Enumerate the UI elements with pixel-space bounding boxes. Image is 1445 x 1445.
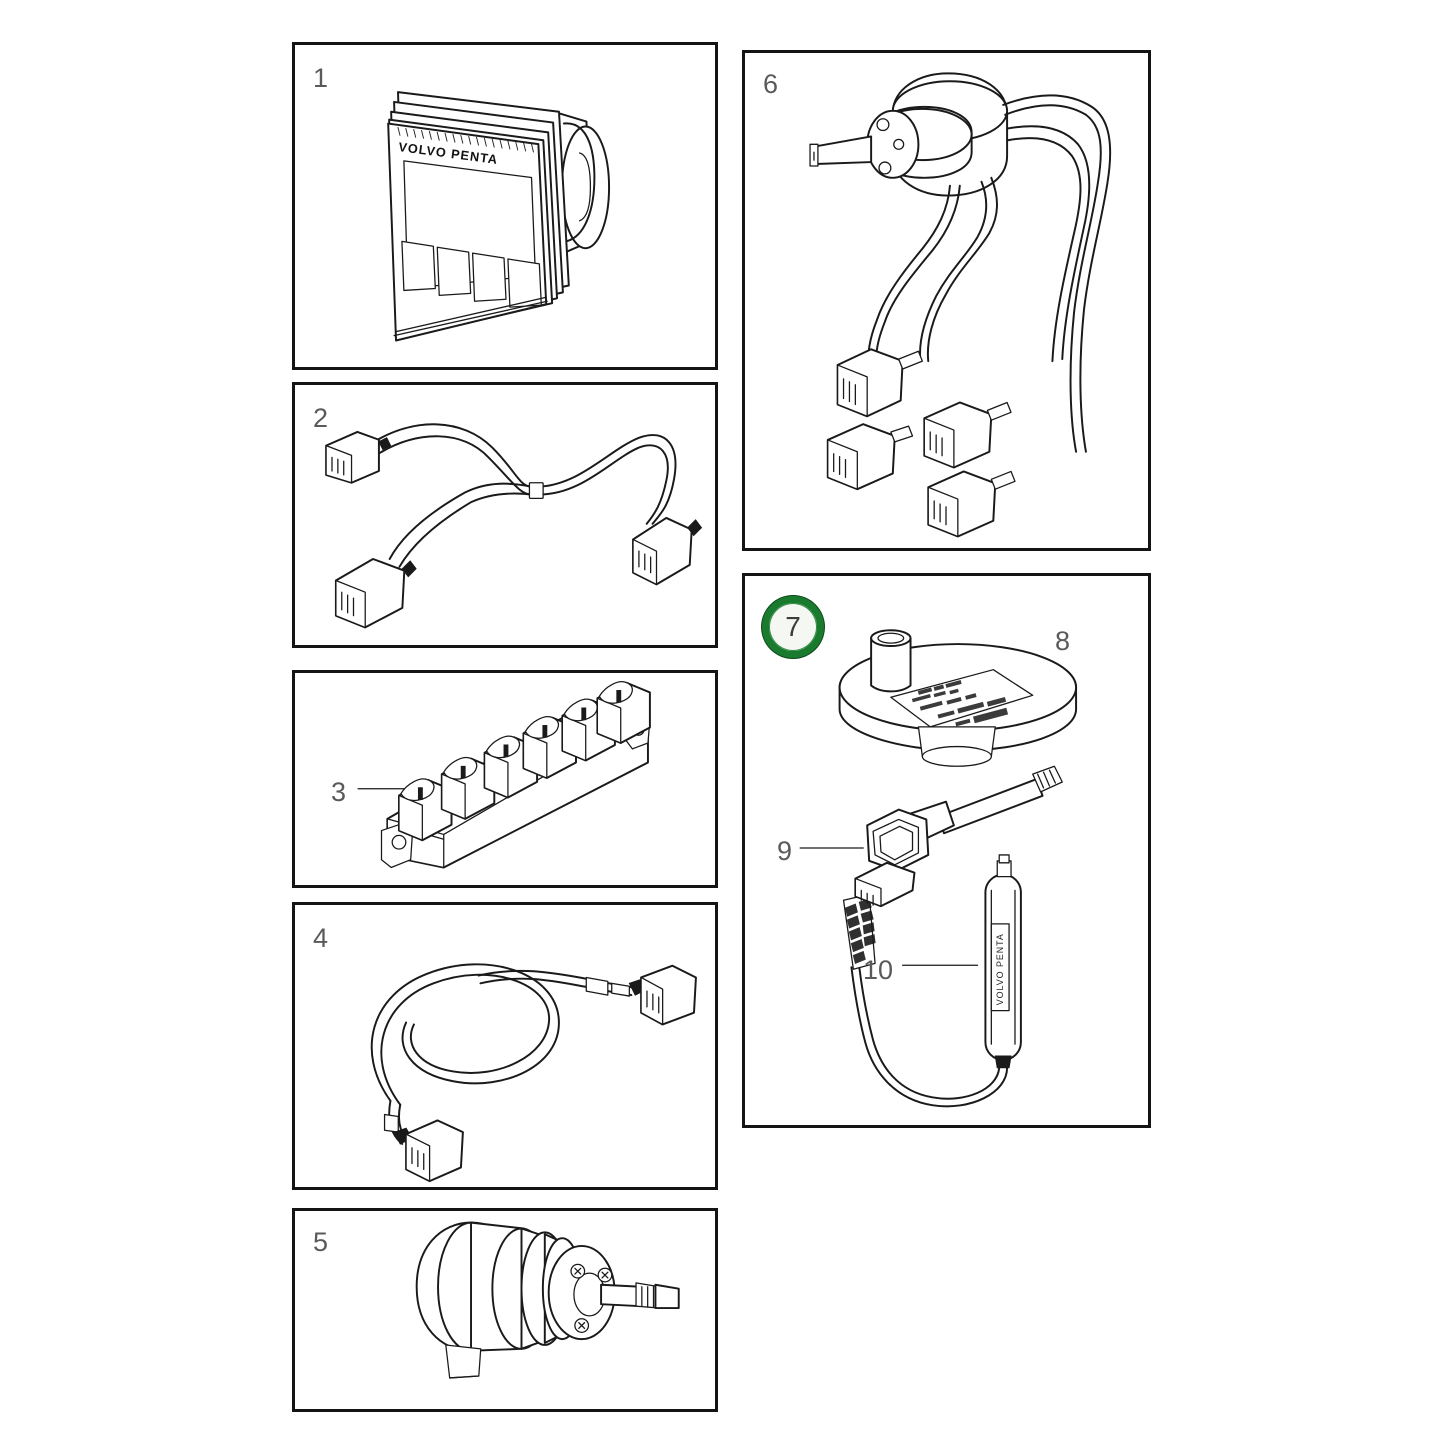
item-10-inline-module: VOLVO PENTA [842, 854, 1022, 1108]
panel-3-multilink-bar[interactable]: 3 [292, 670, 718, 888]
panel-1-number: 1 [313, 63, 329, 93]
panel-2-number: 2 [313, 403, 329, 433]
socket-group [398, 681, 651, 842]
connector-upper-left [325, 430, 392, 484]
item-8-number: 8 [1055, 626, 1071, 656]
panel-6-number: 6 [763, 69, 779, 99]
panel-4-number: 4 [313, 923, 329, 953]
harness-connector-2 [923, 401, 1012, 469]
connector-lower-left [334, 558, 417, 629]
panel-1-artwork: VOLVO PENTA [387, 91, 611, 342]
panel-2-split-harness[interactable]: 2 [292, 382, 718, 648]
panel-6-artwork [809, 72, 1112, 538]
panel-7-gps-antenna-kit[interactable]: 7 [742, 573, 1151, 1128]
connector-right [632, 516, 703, 586]
panel-3-number: 3 [331, 777, 347, 807]
panel-5-rotary-actuator[interactable]: 5 [292, 1208, 718, 1412]
panel-7-number: 7 [785, 611, 801, 642]
item-10-number: 10 [863, 955, 894, 985]
item-9-connector-cable [799, 765, 1063, 872]
panel-2-artwork [325, 423, 703, 629]
panel-5-number: 5 [313, 1227, 329, 1257]
panel-4-extension-cable[interactable]: 4 [292, 902, 718, 1190]
panel-5-artwork [415, 1221, 680, 1379]
harness-connector-1 [836, 348, 923, 418]
item-8-antenna-puck [838, 629, 1078, 767]
panel-7-artwork: VOLVO PENTA [799, 629, 1078, 1108]
connector-left-end [393, 1119, 464, 1183]
item-10-label-text: VOLVO PENTA [995, 933, 1005, 1005]
panel-7-highlight-badge[interactable]: 7 [762, 596, 824, 658]
harness-connector-4 [927, 470, 1016, 538]
item-9-number: 9 [777, 836, 793, 866]
panel-1-display-unit[interactable]: 1 VOLVO PENTA [292, 42, 718, 370]
connector-right-end [628, 964, 697, 1026]
panel-6-sensor-harness[interactable]: 6 [742, 50, 1151, 551]
panel-4-artwork [370, 963, 697, 1183]
panel-3-artwork [357, 681, 651, 869]
braided-cable-section [842, 893, 876, 970]
harness-connector-3 [826, 423, 914, 491]
